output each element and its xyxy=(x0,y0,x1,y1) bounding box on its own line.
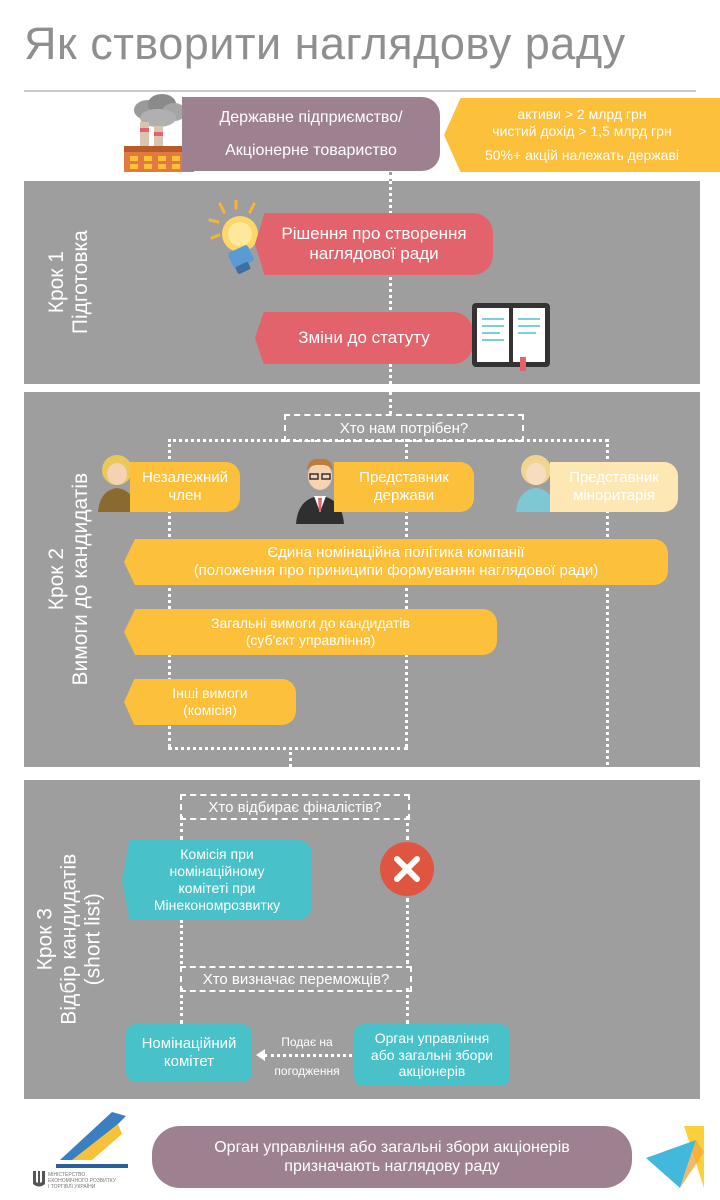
connector xyxy=(406,816,409,840)
connector xyxy=(168,439,171,747)
condition-assets: активи > 2 млрд грн xyxy=(517,105,647,122)
candidate-minority-rep-line1: Представник xyxy=(569,469,659,486)
question-who-selects-text: Хто відбирає фіналістів? xyxy=(208,798,382,816)
general-requirements-line2: (суб'єкт управління) xyxy=(245,632,376,648)
candidate-state-rep-line2: держави xyxy=(373,487,435,504)
question-who-decides: Хто визначає переможців? xyxy=(180,966,412,992)
step2-title: Крок 2 xyxy=(44,548,68,611)
condition-state-share: 50%+ акцій належать державі xyxy=(484,147,680,164)
other-requirements-line2: (комісія) xyxy=(183,702,237,718)
woman-avatar-icon xyxy=(98,455,136,512)
nomination-policy-line2: (положення про приниципи формуванян нагл… xyxy=(193,562,599,579)
ministry-name-line1: МІНІСТЕРСТВО xyxy=(48,1172,86,1178)
commission-line1: Комісія при xyxy=(180,846,254,863)
question-who-decides-text: Хто визначає переможців? xyxy=(202,970,390,988)
lightbulb-icon xyxy=(208,200,258,274)
connector xyxy=(389,392,392,414)
connector xyxy=(389,172,392,182)
ministry-name-line2: ЕКОНОМІЧНОГО РОЗВИТКУ xyxy=(48,1178,116,1184)
governing-body-line3: акціонерів xyxy=(398,1063,466,1080)
step1-subtitle: Підготовка xyxy=(69,230,93,335)
ministry-name-line3: І ТОРГІВЛІ УКРАЇНИ xyxy=(48,1184,96,1190)
connector xyxy=(180,988,183,1024)
trident-icon xyxy=(33,1171,45,1187)
decision-line2: наглядової ради xyxy=(309,244,439,263)
decision-line1: Рішення про створення xyxy=(281,223,467,243)
general-requirements-box: Загальні вимоги до кандидатів (суб'єкт у… xyxy=(124,609,497,655)
arrow-left-icon xyxy=(256,1049,265,1061)
charter-box: Зміни до статуту xyxy=(255,312,473,364)
governing-body-line2: або загальні збори xyxy=(370,1046,494,1063)
nomination-committee-line1: Номінаційний xyxy=(141,1035,237,1052)
question-who-selects: Хто відбирає фіналістів? xyxy=(180,794,410,820)
step3-subtitle: Відбір кандидатів xyxy=(56,854,80,1025)
candidate-state-rep: Представник держави xyxy=(334,462,474,512)
corner-triangles-logo xyxy=(646,1126,704,1188)
woman-avatar-icon xyxy=(516,455,556,512)
nomination-policy-line1: Єдина номінаційна політика компанії xyxy=(267,544,525,561)
final-appointment-box: Орган управління або загальні збори акці… xyxy=(152,1126,632,1188)
step3-label: Крок 3 Відбір кандидатів (short list) xyxy=(24,780,114,1099)
step3-subtitle-2: (short list) xyxy=(81,893,105,986)
decision-box: Рішення про створення наглядової ради xyxy=(255,213,493,275)
connector xyxy=(168,747,408,750)
candidate-minority-rep-line2: міноритарія xyxy=(573,487,655,504)
nomination-committee-box: Номінаційний комітет xyxy=(126,1024,252,1082)
businessman-avatar-icon xyxy=(296,458,344,524)
nomination-committee-line2: комітет xyxy=(163,1053,215,1070)
governing-body-box: Орган управління або загальні збори акці… xyxy=(354,1024,510,1086)
candidate-independent-line2: член xyxy=(168,487,202,504)
submits-for-approval-label: Подає на погодження xyxy=(262,1036,352,1077)
connector xyxy=(289,747,292,802)
question-who-needed: Хто нам потрібен? xyxy=(284,414,524,442)
commission-line3: комітеті при xyxy=(178,880,256,896)
connector xyxy=(406,988,409,1024)
connector xyxy=(389,364,392,384)
final-appointment-line1: Орган управління або загальні збори акці… xyxy=(214,1138,570,1156)
final-appointment-line2: призначають наглядову раду xyxy=(284,1158,500,1175)
step2-subtitle: Вимоги до кандидатів xyxy=(69,473,93,686)
commission-line2: номінаційному xyxy=(169,863,265,880)
general-requirements-line1: Загальні вимоги до кандидатів xyxy=(211,615,410,632)
submits-line1: Подає на xyxy=(281,1035,333,1049)
commission-box: Комісія при номінаційному комітеті при М… xyxy=(122,840,312,920)
condition-income: чистий дохід > 1,5 млрд грн xyxy=(492,122,672,139)
governing-body-line1: Орган управління xyxy=(374,1029,490,1046)
candidate-state-rep-line1: Представник xyxy=(359,469,449,486)
candidate-independent: Незалежний член xyxy=(130,462,240,512)
other-requirements-box: Інші вимоги (комісія) xyxy=(124,679,296,725)
entity-line1: Державне підприємство/ xyxy=(219,108,403,126)
connector xyxy=(406,898,409,964)
commission-line4: Мінекономрозвитку xyxy=(153,896,281,913)
connector xyxy=(180,816,183,840)
title-divider xyxy=(24,90,696,92)
submits-line2: погодження xyxy=(274,1064,340,1078)
rejected-x-icon xyxy=(380,842,434,896)
connector xyxy=(180,920,183,964)
connector xyxy=(264,1054,352,1057)
connector xyxy=(405,439,408,747)
nomination-policy-box: Єдина номінаційна політика компанії (пол… xyxy=(124,539,668,585)
book-icon xyxy=(472,303,550,371)
other-requirements-line1: Інші вимоги xyxy=(172,685,248,702)
factory-icon xyxy=(124,94,194,172)
charter-label: Зміни до статуту xyxy=(298,327,430,347)
step1-label: Крок 1 Підготовка xyxy=(24,181,114,384)
step3-title: Крок 3 xyxy=(32,908,56,971)
candidate-minority-rep: Представник міноритарія xyxy=(550,462,678,512)
question-who-needed-text: Хто нам потрібен? xyxy=(339,419,469,437)
step2-label: Крок 2 Вимоги до кандидатів xyxy=(24,392,114,767)
ministry-name: МІНІСТЕРСТВО ЕКОНОМІЧНОГО РОЗВИТКУ І ТОР… xyxy=(48,1172,116,1190)
conditions-box: активи > 2 млрд грн чистий дохід > 1,5 м… xyxy=(444,98,720,172)
ministry-logo xyxy=(56,1112,128,1168)
candidate-independent-line1: Незалежний xyxy=(141,469,229,486)
step1-title: Крок 1 xyxy=(44,251,68,314)
entity-box: Державне підприємство/ Акціонерне товари… xyxy=(182,97,440,171)
page-title: Як створити наглядову раду xyxy=(24,18,626,69)
connector xyxy=(168,439,608,442)
entity-line2: Акціонерне товариство xyxy=(225,142,397,159)
